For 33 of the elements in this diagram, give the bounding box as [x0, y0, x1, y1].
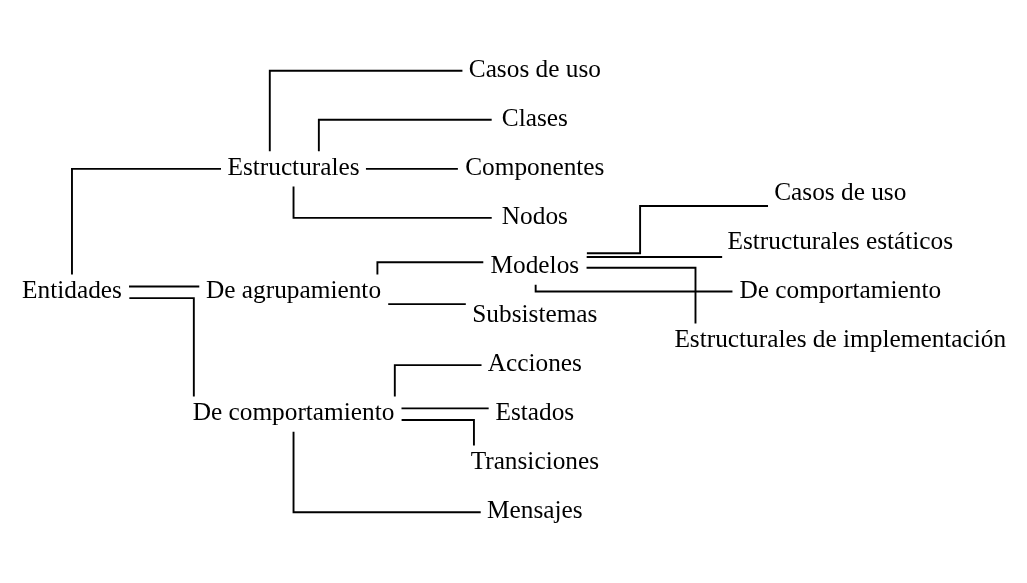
connector	[585, 266, 697, 325]
node-text: Nodos	[501, 200, 568, 229]
node-text: Casos de uso	[468, 53, 601, 82]
node-text: Casos de uso	[774, 177, 907, 206]
node-text: Transiciones	[470, 446, 600, 475]
node-text: De comportamiento	[739, 275, 942, 304]
connector	[292, 185, 493, 219]
node-text: Estados	[495, 397, 575, 426]
connector	[292, 430, 482, 514]
connector	[71, 167, 222, 276]
connector	[585, 205, 769, 255]
connector	[400, 419, 475, 447]
connector	[268, 69, 464, 153]
node-text: De comportamiento	[192, 397, 395, 426]
node-text: Modelos	[490, 249, 580, 278]
node-text: Acciones	[487, 348, 582, 377]
connector	[400, 407, 490, 410]
node-text: Componentes	[465, 151, 605, 180]
connector	[128, 297, 195, 398]
node-text: Clases	[501, 102, 568, 131]
node-text: Estructurales estáticos	[727, 226, 954, 255]
node-text: Estructurales	[227, 151, 360, 180]
node-text: Mensajes	[487, 495, 583, 524]
connector	[393, 364, 483, 398]
node-text: De agrupamiento	[206, 275, 382, 304]
node-text: Entidades	[22, 275, 122, 304]
connector	[317, 118, 493, 153]
node-text: Estructurales de implementación	[674, 324, 1007, 353]
connector	[365, 167, 459, 170]
connector	[585, 256, 724, 258]
node-text: Subsistemas	[472, 299, 598, 328]
connector	[128, 285, 201, 288]
connector	[387, 303, 467, 306]
